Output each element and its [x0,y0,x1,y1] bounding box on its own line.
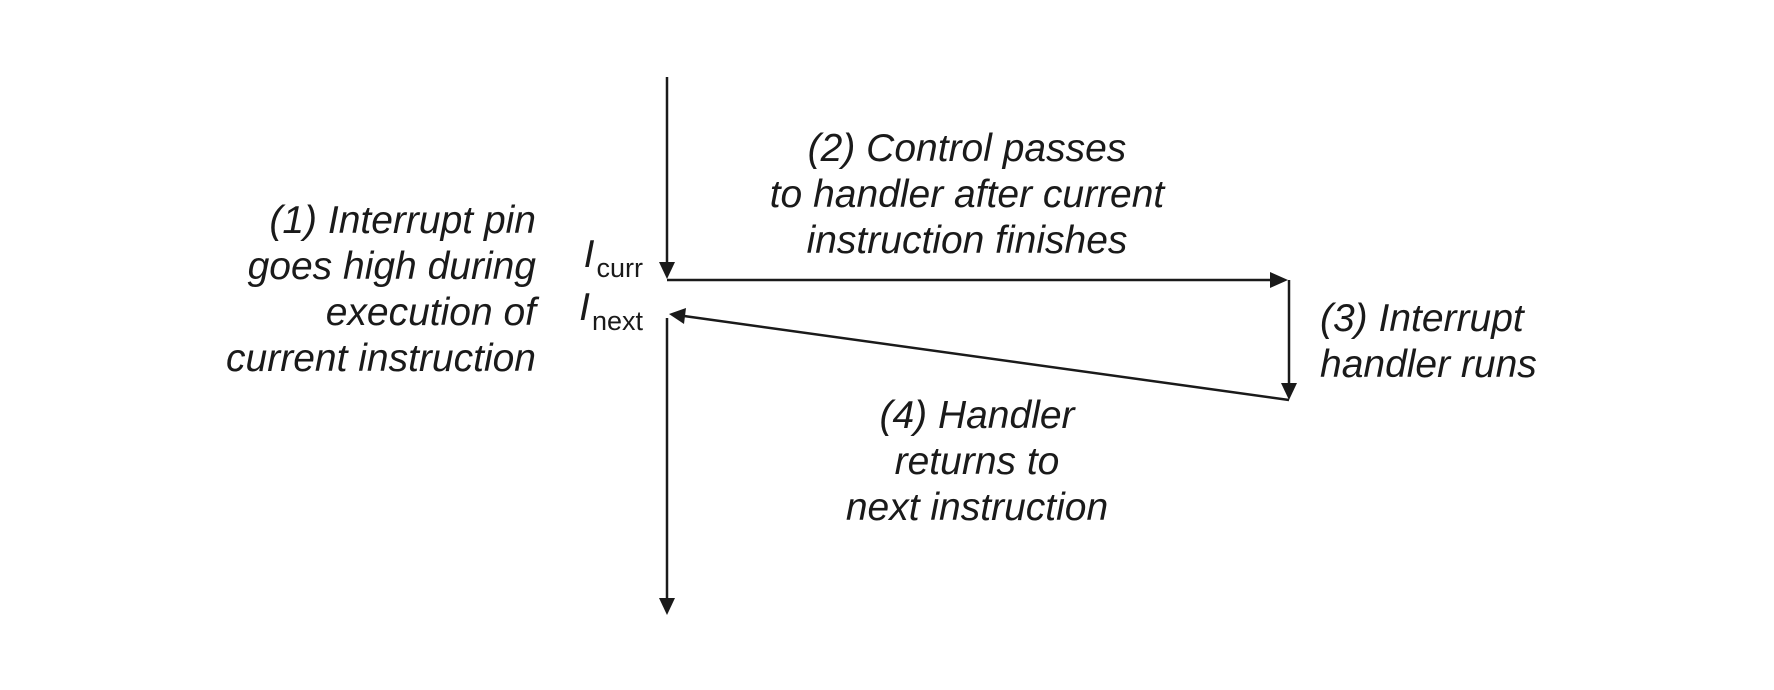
control-pass-arrowhead [1270,272,1288,288]
step3-label: (3) Interrupt handler runs [1320,296,1537,388]
step4-label: (4) Handler returns to next instruction [846,393,1108,531]
step1-line: execution of [325,291,536,334]
handler-return-arrowhead [669,308,686,324]
step4-line: next instruction [845,486,1109,529]
step1-line: current instruction [226,337,536,380]
step3-line: (3) Interrupt [1320,297,1524,340]
program-flow-bottom-arrowhead [659,598,675,615]
program-flow-top-arrowhead [659,262,675,279]
step1-line: goes high during [247,245,536,288]
step1-line: (1) Interrupt pin [269,199,536,242]
step3-line: handler runs [1320,343,1537,386]
step4-line: (4) Handler [879,394,1075,437]
current-instruction-label: Icurr [583,232,644,283]
step2-label: (2) Control passes to handler after curr… [770,126,1165,264]
instruction-symbol: I [583,233,595,276]
instruction-symbol: I [579,286,590,329]
instruction-subscript: curr [596,253,644,283]
handler-return-line [683,314,1290,402]
step2-line: instruction finishes [806,219,1128,262]
instruction-subscript: next [591,306,643,336]
step2-line: (2) Control passes [807,127,1127,170]
step4-line: returns to [894,440,1060,483]
step2-line: to handler after current [769,173,1165,216]
step1-label: (1) Interrupt pin goes high during execu… [226,198,536,382]
handler-runs-arrowhead [1281,383,1297,400]
next-instruction-label: Inext [579,285,643,336]
